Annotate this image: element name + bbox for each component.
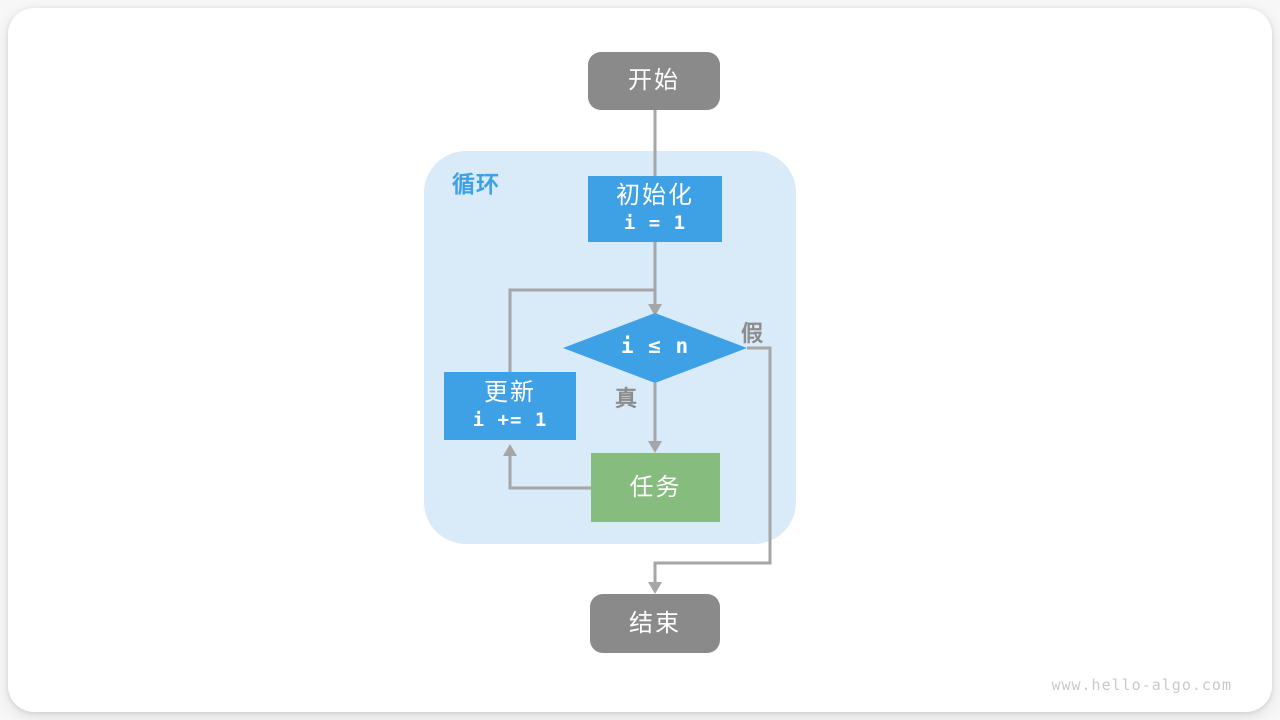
update-node-title: 更新 xyxy=(484,379,536,407)
edge-condition-false-to-end xyxy=(653,346,772,582)
arrowhead-into-update xyxy=(503,444,517,456)
arrowhead-into-task xyxy=(648,441,662,453)
arrowhead-into-condition xyxy=(648,304,662,316)
condition-node-code: i ≤ n xyxy=(620,334,690,358)
watermark-text: www.hello-algo.com xyxy=(1051,676,1232,694)
init-node-code: i = 1 xyxy=(623,212,687,235)
task-node-label: 任务 xyxy=(629,473,682,501)
init-node-title: 初始化 xyxy=(616,182,694,210)
condition-diamond xyxy=(563,313,747,383)
update-node-code: i += 1 xyxy=(472,409,548,432)
loop-region-label: 循环 xyxy=(452,171,500,197)
branch-label-false: 假 xyxy=(741,321,765,346)
edge-task-to-update xyxy=(508,456,591,490)
end-node-label: 结束 xyxy=(629,609,681,637)
update-node: 更新 i += 1 xyxy=(444,372,576,440)
edge-update-loopback xyxy=(508,288,655,372)
arrowhead-into-end xyxy=(648,582,662,594)
start-node-label: 开始 xyxy=(628,67,680,94)
init-node: 初始化 i = 1 xyxy=(588,176,722,242)
start-node: 开始 xyxy=(588,52,720,110)
end-node: 结束 xyxy=(590,594,720,653)
task-node: 任务 xyxy=(591,453,720,522)
branch-label-true: 真 xyxy=(615,386,639,411)
